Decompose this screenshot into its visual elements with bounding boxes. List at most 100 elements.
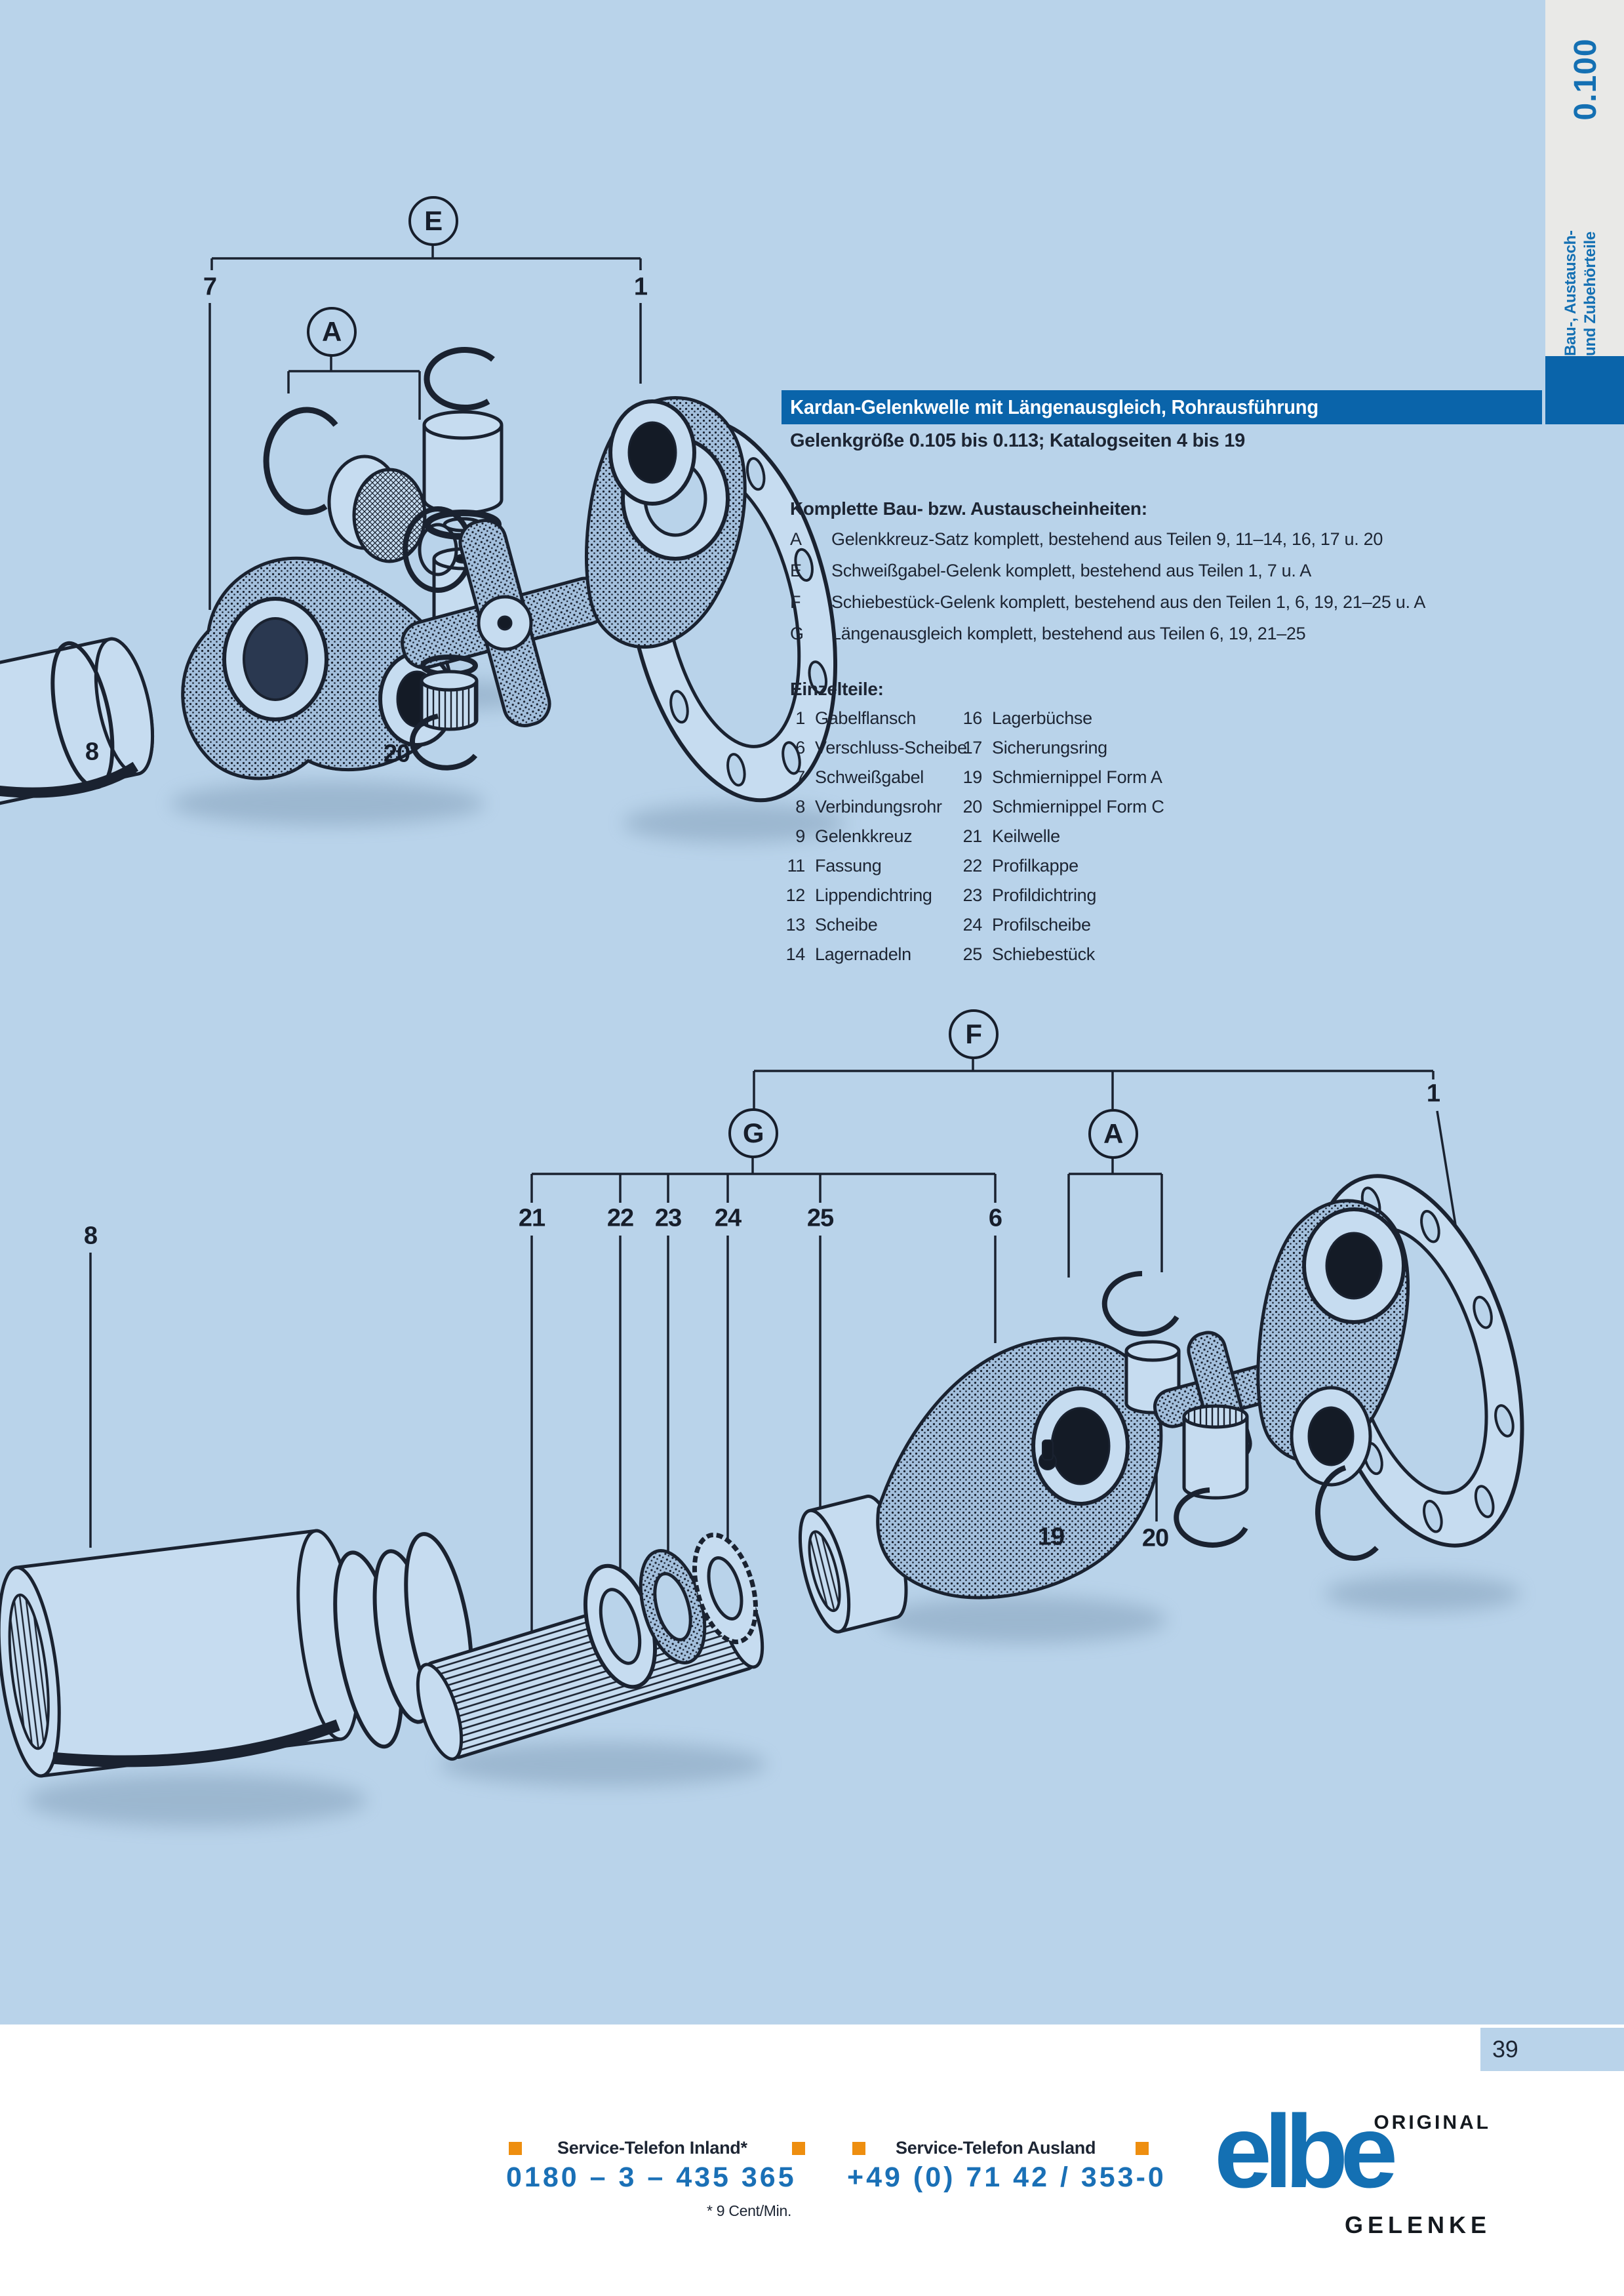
- part-row: 22 Profilkappe: [934, 856, 1079, 878]
- part-name: Sicherungsring: [992, 738, 1107, 757]
- part-name: Profilscheibe: [992, 915, 1091, 935]
- elbe-logo: ORIGINAL elbe GELENKE: [1214, 2100, 1492, 2238]
- diagram2-label-21: 21: [518, 1204, 545, 1232]
- part-name: Schmiernippel Form A: [992, 767, 1162, 787]
- diagram1-label-1: 1: [633, 273, 648, 301]
- orange-square-icon: [792, 2142, 805, 2155]
- diagram2-label-8: 8: [83, 1222, 98, 1250]
- assembly-text: Schiebestück-Gelenk komplett, bestehend …: [831, 592, 1426, 612]
- part-name: Keilwelle: [992, 826, 1060, 846]
- part-number: 19: [962, 767, 983, 787]
- diagram1-label-20: 20: [383, 740, 410, 768]
- part-row: 9 Gelenkkreuz: [780, 826, 912, 849]
- section-tab-label: Bau-, Austausch- und Zubehörteile: [1561, 159, 1602, 356]
- assembly-key: G: [790, 624, 804, 643]
- assembly-item-E: E Schweißgabel-Gelenk komplett, bestehend…: [790, 561, 1311, 583]
- part-row: 1 Gabelflansch: [780, 708, 916, 731]
- part-name: Schiebestück: [992, 944, 1095, 964]
- part-number: 6: [795, 738, 805, 757]
- diagram1-label-A: A: [307, 307, 357, 357]
- part-row: 11 Fassung: [780, 856, 882, 878]
- part-name: Profildichtring: [992, 885, 1097, 905]
- part-number: 1: [795, 708, 805, 728]
- assemblies-heading: Komplette Bau- bzw. Austauscheinheiten:: [790, 498, 1147, 519]
- diagram1-label-E: E: [408, 196, 458, 246]
- part-number: 22: [962, 856, 983, 876]
- part-name: Gelenkkreuz: [815, 826, 913, 846]
- assembly-text: Schweißgabel-Gelenk komplett, bestehend …: [831, 561, 1311, 580]
- part-number: 13: [785, 915, 806, 935]
- part-number: 14: [785, 944, 806, 964]
- part-number: 21: [962, 826, 983, 846]
- service-inland-label: Service-Telefon Inland*: [557, 2138, 747, 2158]
- assembly-item-F: F Schiebestück-Gelenk komplett, bestehend…: [790, 592, 1425, 614]
- page-number-box: 39: [1480, 2028, 1624, 2071]
- sidebar-section-tab: [1545, 356, 1624, 424]
- part-number: 7: [795, 767, 805, 787]
- page-number: 39: [1492, 2036, 1518, 2063]
- orange-square-icon: [509, 2142, 522, 2155]
- diagram2-label-6: 6: [988, 1204, 1002, 1232]
- assembly-text: Gelenkkreuz-Satz komplett, bestehend aus…: [831, 529, 1383, 549]
- diagram2-label-20: 20: [1141, 1524, 1169, 1552]
- part-name: Lagerbüchse: [992, 708, 1092, 728]
- part-number: 9: [795, 826, 805, 846]
- part-row: 19 Schmiernippel Form A: [934, 767, 1162, 790]
- part-row: 16 Lagerbüchse: [934, 708, 1093, 731]
- part-name: Lagernadeln: [815, 944, 911, 964]
- part-name: Schweißgabel: [815, 767, 924, 787]
- part-number: 25: [962, 944, 983, 964]
- part-number: 12: [785, 885, 806, 905]
- title-bar: Kardan-Gelenkwelle mit Längenausgleich, …: [782, 390, 1542, 424]
- part-number: 11: [787, 856, 806, 876]
- part-row: 23 Profildichtring: [934, 885, 1097, 908]
- assembly-key: E: [790, 561, 802, 580]
- section-tab-line2: und Zubehörteile: [1581, 232, 1599, 356]
- part-name: Lippendichtring: [815, 885, 932, 905]
- diagram2-label-F: F: [949, 1009, 999, 1059]
- part-number: 20: [962, 797, 983, 816]
- part-name: Gabelflansch: [815, 708, 916, 728]
- diagram2-label-23: 23: [654, 1204, 682, 1232]
- orange-square-icon: [852, 2142, 865, 2155]
- part-number: 24: [962, 915, 983, 935]
- service-ausland-label: Service-Telefon Ausland: [896, 2138, 1096, 2158]
- assembly-item-A: A Gelenkkreuz-Satz komplett, bestehend au…: [790, 529, 1383, 552]
- part-number: 17: [962, 738, 983, 757]
- part-number: 8: [795, 797, 805, 816]
- assembly-key: F: [790, 592, 801, 612]
- orange-square-icon: [1136, 2142, 1149, 2155]
- part-row: 13 Scheibe: [780, 915, 878, 937]
- part-name: Profilkappe: [992, 856, 1079, 876]
- part-name: Scheibe: [815, 915, 878, 935]
- part-name: Fassung: [815, 856, 882, 876]
- part-row: 14 Lagernadeln: [780, 944, 912, 967]
- assembly-key: A: [790, 529, 802, 549]
- diagram2-label-24: 24: [714, 1204, 742, 1232]
- part-row: 20 Schmiernippel Form C: [934, 797, 1164, 819]
- diagram1-label-8: 8: [85, 738, 99, 766]
- logo-gelenke-text: GELENKE: [1344, 2211, 1491, 2238]
- part-name: Schmiernippel Form C: [992, 797, 1164, 816]
- part-number: 16: [962, 708, 983, 728]
- diagram2-label-G: G: [728, 1108, 778, 1158]
- service-inland-number: 0180 – 3 – 435 365: [506, 2162, 797, 2193]
- section-code: 0.100: [1568, 38, 1603, 121]
- diagram2-label-25: 25: [806, 1204, 834, 1232]
- page-subtitle: Gelenkgröße 0.105 bis 0.113; Katalogseit…: [790, 430, 1245, 451]
- part-row: 12 Lippendichtring: [780, 885, 932, 908]
- diagram2-label-19: 19: [1037, 1523, 1065, 1551]
- part-row: 17 Sicherungsring: [934, 738, 1108, 760]
- diagram2-label-A: A: [1088, 1109, 1138, 1159]
- right-sidebar: [1545, 0, 1624, 356]
- part-number: 23: [962, 885, 983, 905]
- diagram1-label-7: 7: [203, 273, 217, 301]
- parts-heading: Einzelteile:: [790, 679, 884, 699]
- service-cost-note: * 9 Cent/Min.: [707, 2202, 792, 2219]
- elbe-wordmark: elbe: [1214, 2094, 1398, 2209]
- diagram2-label-22: 22: [606, 1204, 634, 1232]
